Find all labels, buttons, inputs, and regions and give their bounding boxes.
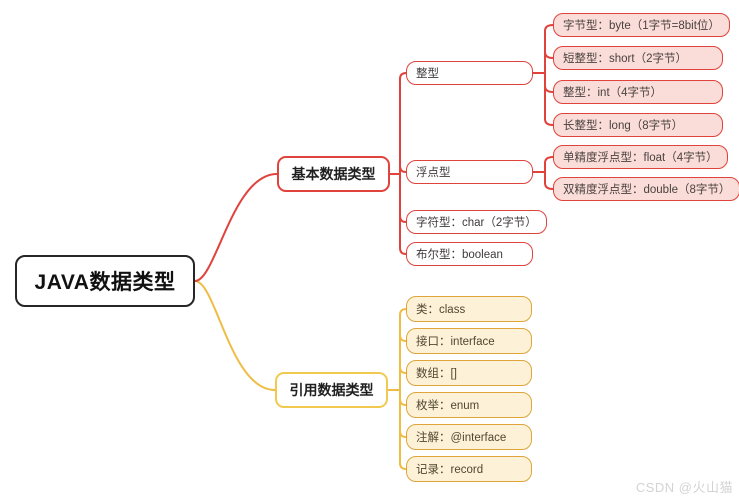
leaf-array: 数组：[]	[406, 360, 532, 386]
leaf-class: 类：class	[406, 296, 532, 322]
watermark-text: CSDN @火山猫	[635, 480, 733, 495]
leaf-int: 整型：int（4字节）	[553, 80, 723, 104]
leaf-record: 记录：record	[406, 456, 532, 482]
root-node-java-data-types: JAVA数据类型	[15, 255, 195, 307]
leaf-enum: 枚举：enum	[406, 392, 532, 418]
leaf-short: 短整型：short（2字节）	[553, 46, 723, 70]
node-char-type: 字符型：char（2字节）	[406, 210, 547, 234]
branch-node-primitive-types: 基本数据类型	[277, 156, 390, 192]
leaf-byte: 字节型：byte（1字节=8bit位）	[553, 13, 730, 37]
leaf-float: 单精度浮点型：float（4字节）	[553, 145, 728, 169]
node-integer-group: 整型	[406, 61, 533, 85]
leaf-interface: 接口：interface	[406, 328, 532, 354]
node-boolean-type: 布尔型：boolean	[406, 242, 533, 266]
node-float-group: 浮点型	[406, 160, 533, 184]
leaf-annotation: 注解：@interface	[406, 424, 532, 450]
branch-node-reference-types: 引用数据类型	[275, 372, 388, 408]
leaf-double: 双精度浮点型：double（8字节）	[553, 177, 739, 201]
leaf-long: 长整型：long（8字节）	[553, 113, 723, 137]
